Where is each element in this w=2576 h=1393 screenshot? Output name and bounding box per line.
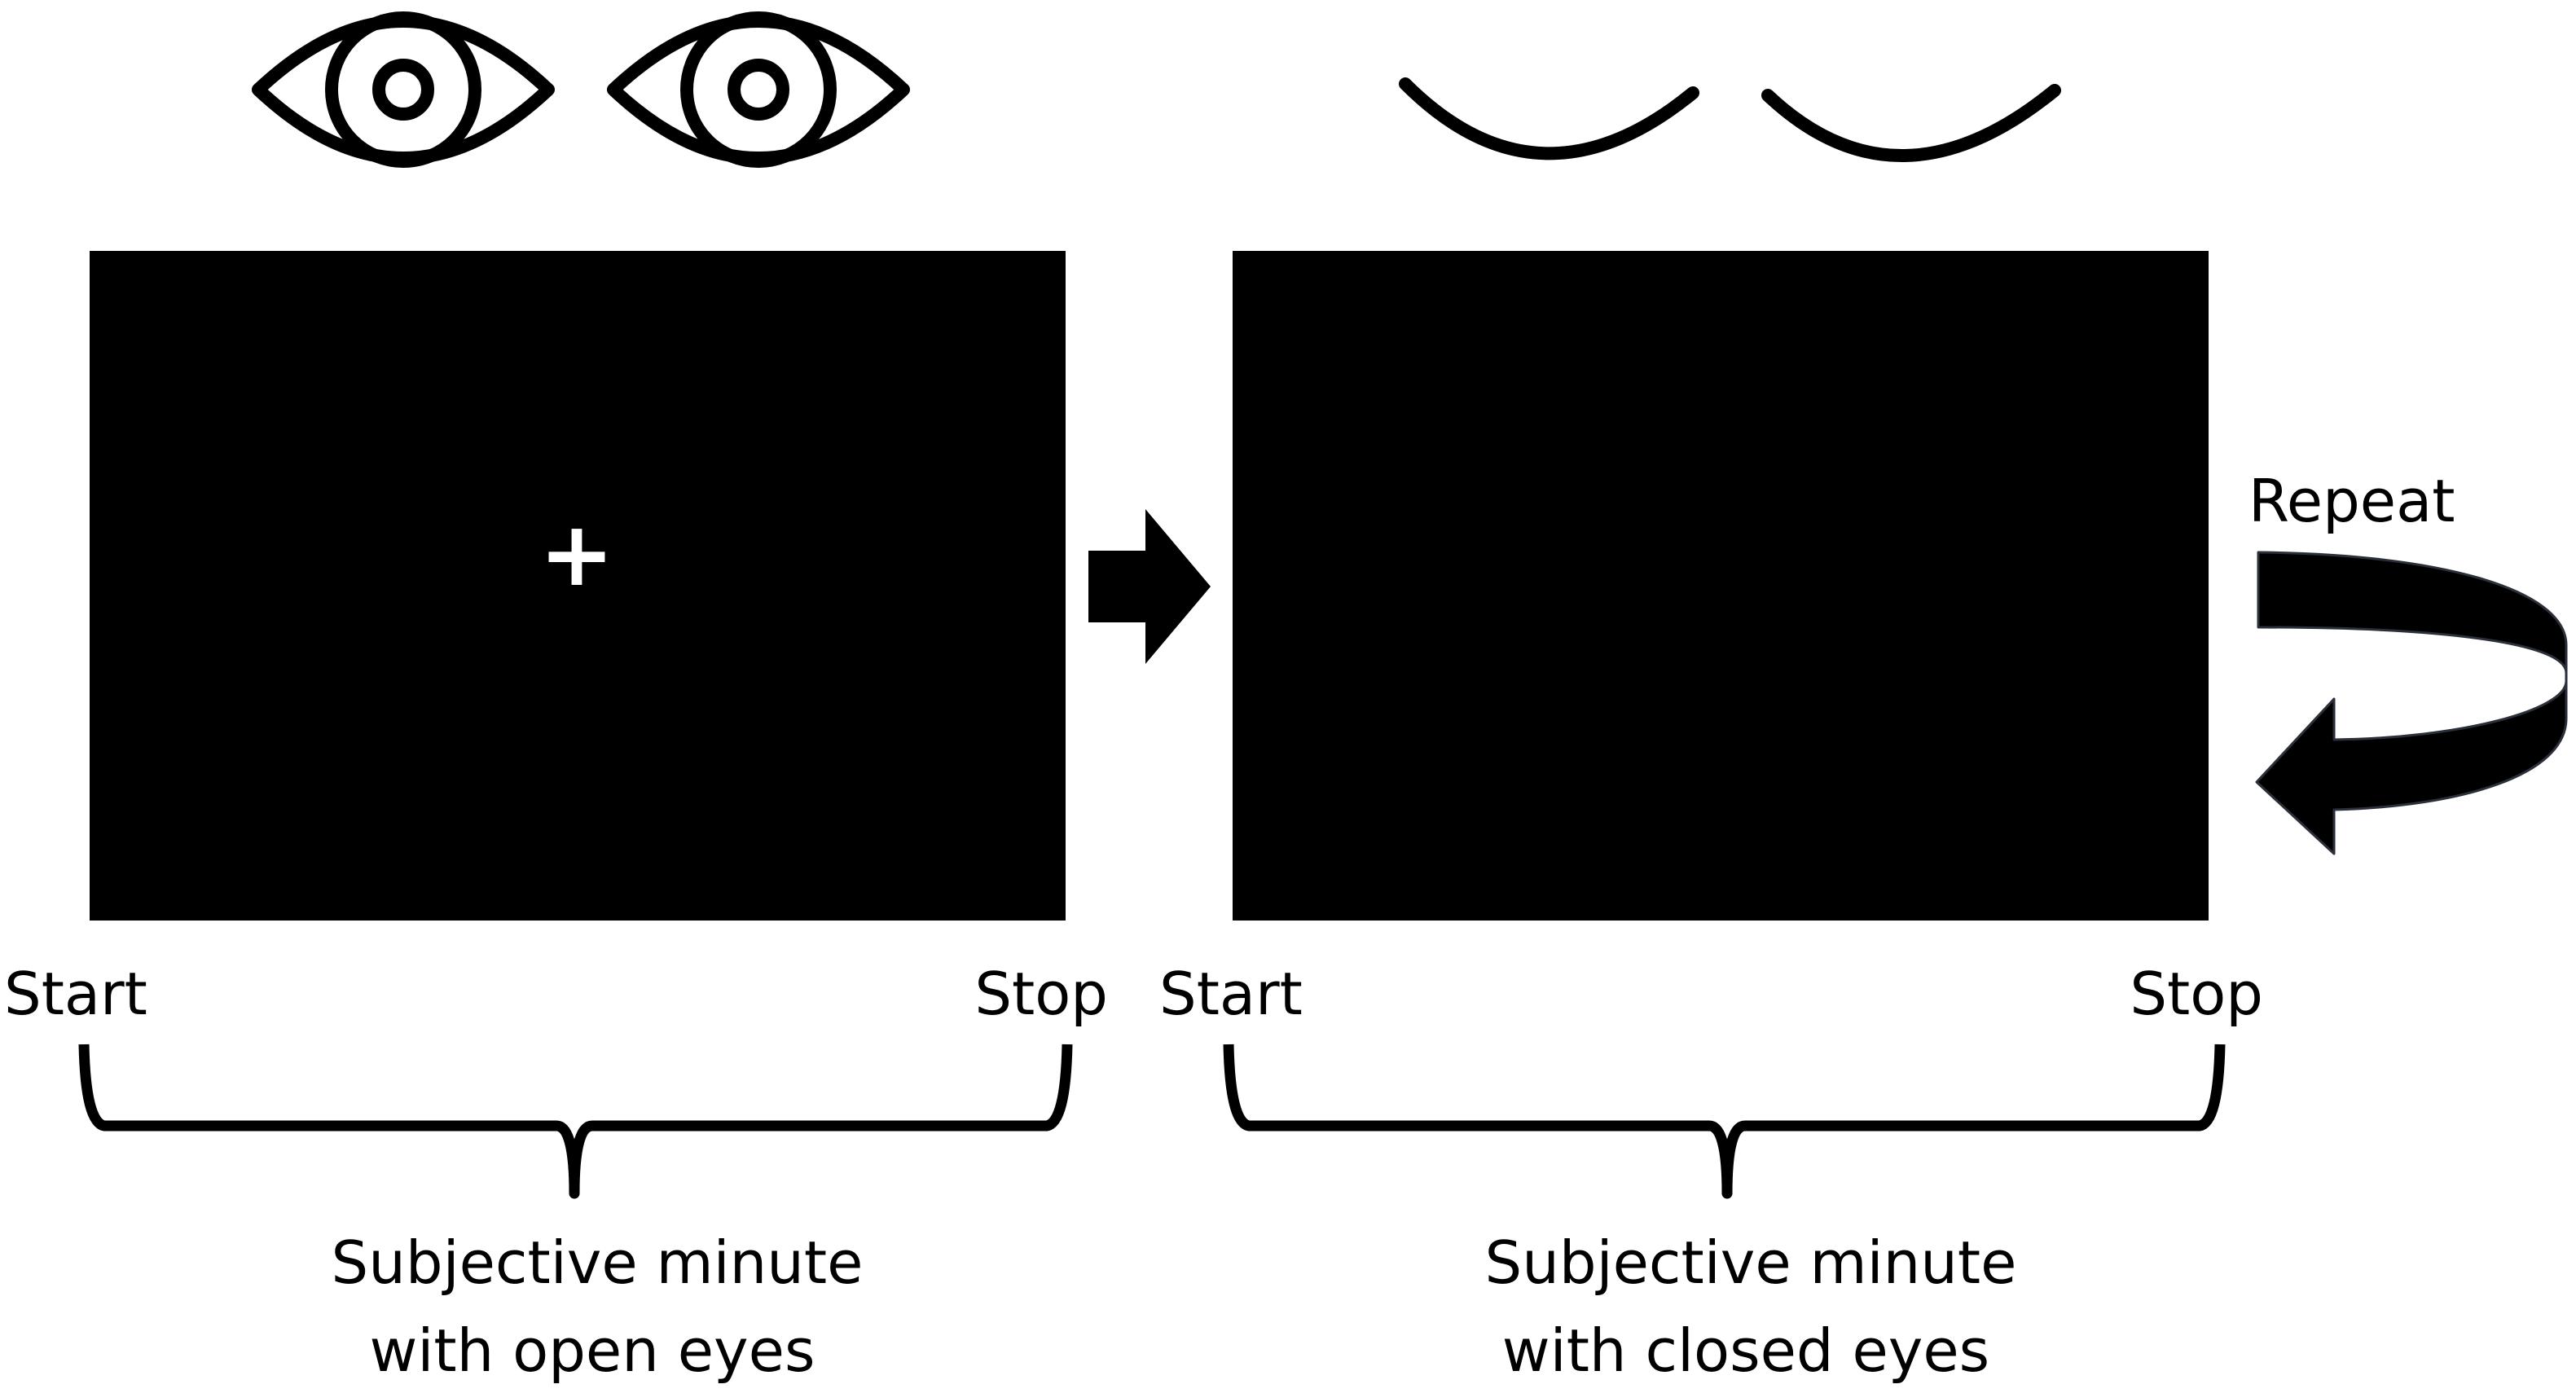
fixation-cross: +	[539, 502, 614, 606]
closed-eyes-screen	[1233, 251, 2209, 921]
open-eyes-screen	[90, 251, 1066, 921]
open-start-label: Start	[4, 960, 147, 1028]
closed-start-label: Start	[1159, 960, 1303, 1028]
closed-caption-line1: Subjective minute	[1485, 1228, 2017, 1297]
closed-brace	[1223, 1044, 2226, 1199]
closed-eye-icon-right	[1761, 84, 2061, 162]
closed-stop-label: Stop	[2130, 960, 2263, 1028]
transition-arrow	[1088, 509, 1211, 664]
open-brace	[78, 1044, 1073, 1199]
open-caption-line2: with open eyes	[370, 1316, 815, 1385]
open-caption-line1: Subjective minute	[332, 1228, 864, 1297]
closed-caption-line2: with closed eyes	[1502, 1316, 1989, 1385]
closed-eye-icon-left	[1399, 77, 1699, 160]
open-eye-icon-right	[607, 11, 910, 168]
repeat-label: Repeat	[2249, 467, 2455, 535]
open-eyes-icon	[252, 11, 910, 168]
open-stop-label: Stop	[974, 960, 1108, 1028]
repeat-arrow-icon	[2255, 551, 2568, 855]
open-eye-icon-left	[252, 11, 555, 168]
closed-eyes-icon	[1399, 77, 2061, 162]
